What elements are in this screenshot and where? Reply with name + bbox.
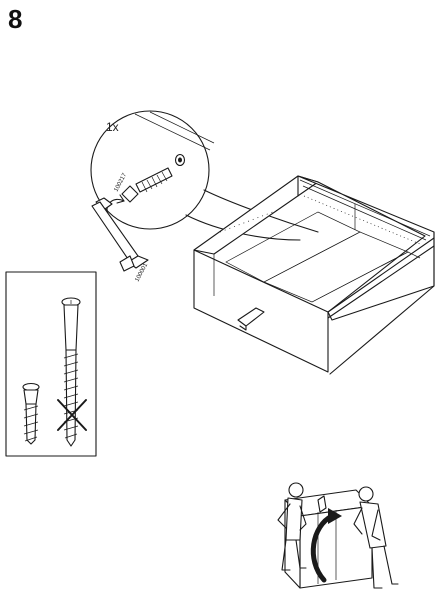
person-right-icon	[353, 486, 399, 589]
cross-mark-icon	[57, 399, 87, 431]
long-screw-icon	[61, 297, 81, 447]
allen-key-icon	[91, 197, 149, 272]
drawer-box	[193, 175, 435, 375]
short-screw-icon	[22, 382, 40, 445]
screw-detail	[121, 167, 173, 203]
quantity-label: 1x	[106, 120, 119, 134]
person-left-icon	[277, 482, 307, 571]
flip-arrow-icon	[310, 508, 342, 583]
step-number: 8	[8, 4, 23, 34]
screw-comparison-panel	[5, 271, 97, 457]
flip-drawer-illustration	[277, 482, 399, 589]
